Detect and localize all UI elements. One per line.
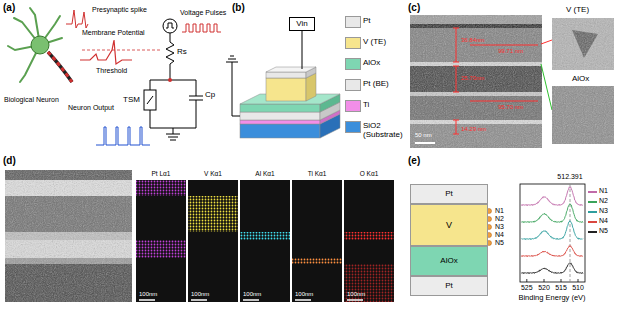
figure-label: (b)	[232, 2, 245, 14]
figure-label: (c)	[408, 2, 420, 14]
figure-label: Pt Lα1	[152, 170, 171, 177]
wires	[226, 31, 302, 116]
figure-label: N1	[495, 207, 504, 215]
figure-label: N5	[495, 239, 504, 247]
figure-label: Ti Kα1	[308, 170, 327, 177]
node-label: Pt	[445, 281, 453, 290]
figure-label: 100nm	[243, 291, 261, 298]
figure-label: N3	[495, 223, 504, 231]
figure-label: (a)	[3, 2, 15, 14]
legend-swatch	[345, 79, 361, 91]
legend-swatch	[588, 191, 597, 193]
legend-text: N5	[599, 227, 608, 235]
eds-maps	[5, 170, 394, 302]
figure-label: Voltage Pulses	[180, 9, 226, 17]
figure-label: TSM	[123, 95, 140, 104]
figure-label: N4	[495, 231, 504, 239]
legend-swatch	[345, 100, 361, 112]
figure-label: AlOx	[572, 74, 589, 83]
figure-label: 520	[538, 284, 550, 292]
node-label: Vin	[296, 19, 307, 28]
xps-curve	[521, 263, 583, 274]
legend-swatch	[588, 211, 597, 213]
legend-text: Pt (BE)	[363, 79, 389, 88]
legend-swatch	[345, 37, 361, 49]
figure-label: 100nm	[347, 291, 365, 298]
legend-text: SiO2 (Substrate)	[363, 121, 405, 139]
figure-label: 512.391	[557, 173, 582, 181]
figure-label: Rs	[177, 47, 187, 56]
node-label: V	[446, 220, 452, 230]
legend-text: V (TE)	[363, 37, 386, 46]
figure-label: N2	[495, 215, 504, 223]
figure-label: Binding Energy (eV)	[518, 294, 585, 303]
layer-box: Pt	[410, 276, 488, 296]
neuron-drawing	[8, 8, 162, 145]
figure-label: V (TE)	[566, 5, 589, 14]
figure-label: 100nm	[139, 291, 157, 298]
legend-swatch	[588, 221, 597, 223]
legend-text: AlOx	[363, 58, 380, 67]
figure-label: Cp	[205, 90, 215, 99]
figure-label: 525	[521, 284, 533, 292]
figure-label: 515	[555, 284, 567, 292]
figure-label: Threshold	[96, 67, 127, 75]
figure-label: 100nm	[191, 291, 209, 298]
xps-plot	[487, 184, 586, 282]
xps-curve	[521, 204, 583, 223]
figure-label: V Kα1	[204, 170, 222, 177]
xps-curve	[521, 221, 583, 240]
figure-label: 99.71 nm	[498, 48, 523, 55]
legend-text: N3	[599, 207, 608, 215]
tem-image	[410, 15, 614, 148]
legend-text: N4	[599, 217, 608, 225]
layer-box: AlOx	[410, 246, 488, 276]
xps-curve	[521, 187, 583, 206]
figure-label: (e)	[408, 155, 420, 167]
figure-label: 14.29 nm	[461, 126, 486, 133]
figure-label: O Kα1	[360, 170, 379, 177]
figure-label: Membrane Potential	[82, 29, 145, 37]
xps-curve	[521, 246, 583, 257]
device-stack	[240, 67, 340, 138]
figure-label: 36.84nm	[461, 37, 484, 44]
circuit	[144, 19, 221, 140]
legend-swatch	[345, 58, 361, 70]
legend-swatch	[588, 201, 597, 203]
legend-text: N1	[599, 187, 608, 195]
figure-label: Al Kα1	[255, 170, 274, 177]
figure-label: Biological Neuron	[4, 96, 59, 104]
figure-label: 100nm	[295, 291, 313, 298]
layer-box: Pt	[410, 184, 488, 204]
figure-label: (d)	[3, 155, 16, 167]
legend-text: Ti	[363, 100, 369, 109]
figure-label: 510	[572, 284, 584, 292]
legend-swatch	[345, 121, 361, 133]
legend-swatch	[588, 231, 597, 233]
node-label: Pt	[445, 189, 453, 198]
figure-label: Presynaptic spike	[92, 6, 147, 14]
legend-text: Pt	[363, 16, 371, 25]
figure-label: 25.70nm	[461, 75, 484, 82]
figure-label: Neuron Output	[68, 104, 114, 112]
node-label: AlOx	[440, 256, 457, 265]
figure-label: 50 nm	[415, 132, 432, 139]
figure-label: 95.70 nm	[498, 104, 523, 111]
layer-box: V	[410, 204, 488, 246]
legend-swatch	[345, 16, 361, 28]
voltage-input-box: Vin	[289, 17, 315, 31]
legend-text: N2	[599, 197, 608, 205]
